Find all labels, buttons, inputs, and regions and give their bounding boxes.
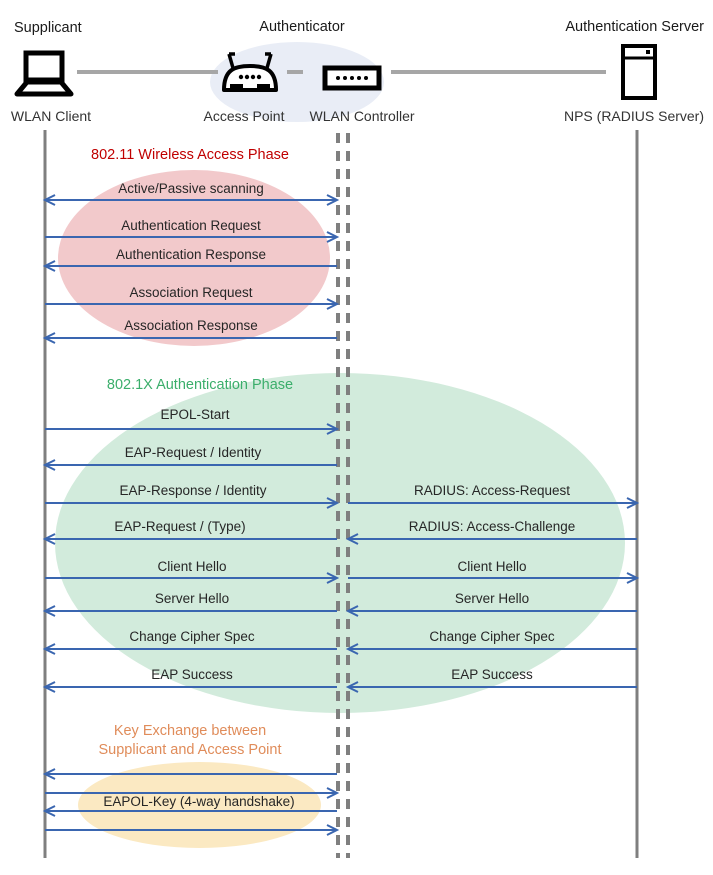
phase-title-8021x: 802.1X Authentication Phase [106,377,294,393]
phase-ellipse-key-exchange [78,762,321,848]
device-label-access-point: Access Point [203,108,285,124]
message-label-server-hello-right: Server Hello [454,591,530,606]
message-label-radius-access-challenge: RADIUS: Access-Challenge [408,519,576,534]
message-label-change-cipher-spec-left: Change Cipher Spec [129,629,255,644]
role-label-authentication-server: Authentication Server [565,19,704,35]
phase-title-key-exchange: Key Exchange between Supplicant and Acce… [99,722,282,760]
message-label-authentication-request: Authentication Request [121,218,261,233]
message-label-eap-response-identity: EAP-Response / Identity [119,483,267,498]
device-label-nps: NPS (RADIUS Server) [563,108,705,124]
role-label-authenticator: Authenticator [259,19,345,35]
message-label-client-hello-right: Client Hello [457,559,527,574]
message-label-eap-success-right: EAP Success [451,667,533,682]
message-label-eap-request-identity: EAP-Request / Identity [124,445,262,460]
access-point-icon [222,52,278,92]
message-label-eap-request-type: EAP-Request / (Type) [114,519,246,534]
device-label-wlan-controller: WLAN Controller [309,108,415,124]
phase-title-80211: 802.11 Wireless Access Phase [91,147,289,163]
message-label-eap-success-left: EAP Success [151,667,233,682]
role-label-supplicant: Supplicant [14,20,82,36]
message-label-active-passive-scanning: Active/Passive scanning [118,181,264,196]
message-label-change-cipher-spec-right: Change Cipher Spec [429,629,555,644]
wlan-controller-icon [322,65,382,91]
message-label-association-request: Association Request [129,285,253,300]
laptop-icon [14,50,74,97]
message-label-epol-start: EPOL-Start [160,407,230,422]
message-label-client-hello-left: Client Hello [157,559,227,574]
phase-title-key-exchange-line1: Key Exchange between [113,723,267,739]
phase-title-key-exchange-line2: Supplicant and Access Point [98,742,282,758]
message-label-authentication-response: Authentication Response [115,247,267,262]
device-label-wlan-client: WLAN Client [10,108,92,124]
server-icon [621,44,657,100]
message-label-radius-access-request: RADIUS: Access-Request [413,483,571,498]
message-label-server-hello-left: Server Hello [154,591,230,606]
message-label-association-response: Association Response [124,318,258,333]
message-label-eapol-key: EAPOL-Key (4-way handshake) [103,794,295,809]
